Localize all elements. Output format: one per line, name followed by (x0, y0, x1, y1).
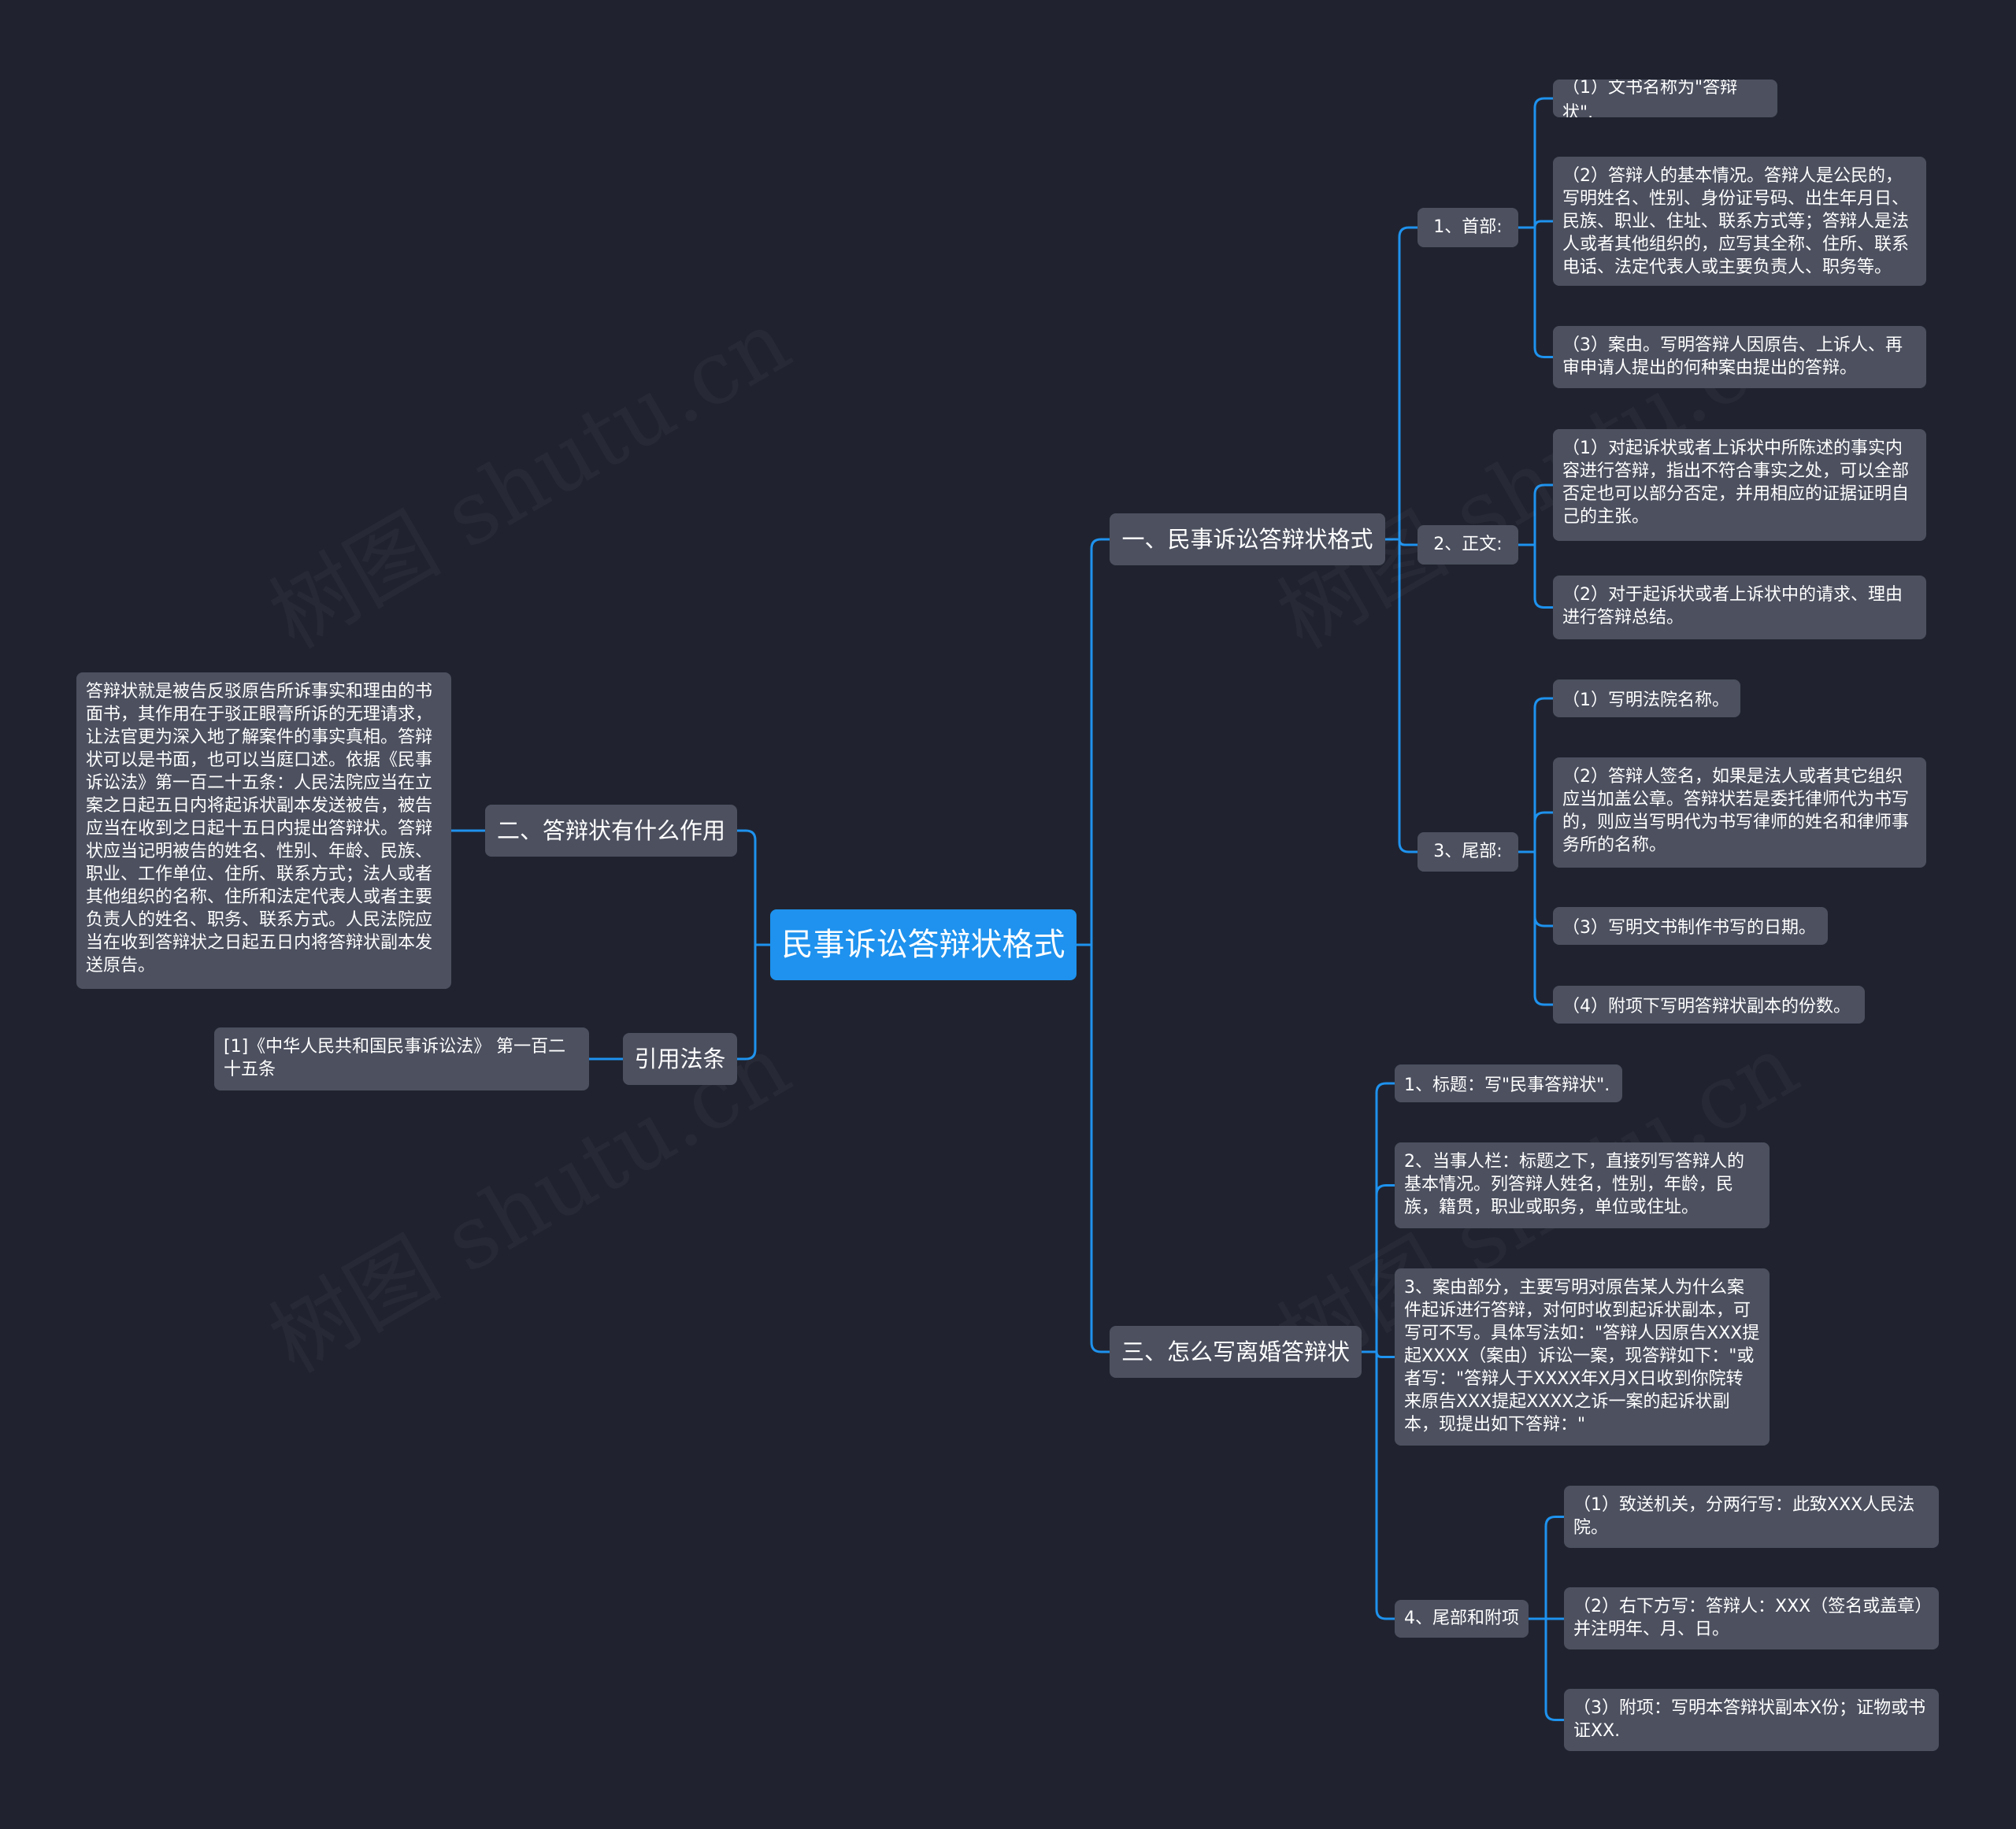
leaf-function-text[interactable]: 答辩状就是被告反驳原告所诉事实和理由的书面书，其作用在于驳正眼膏所诉的无理请求，… (76, 672, 451, 989)
connector-line (1398, 226, 1418, 539)
connector-line (1533, 483, 1553, 545)
connector-line (1544, 1516, 1564, 1619)
connector-line (737, 945, 757, 1061)
connector-line (1533, 97, 1553, 228)
leaf-head-1[interactable]: （1）文书名称为"答辩状". (1553, 80, 1777, 117)
connector-line (1375, 1082, 1395, 1352)
connector-line (1544, 1619, 1564, 1721)
connector-line (1533, 228, 1553, 358)
node-body[interactable]: 2、正文: (1418, 525, 1518, 565)
connector-line (1533, 852, 1553, 927)
leaf-body-2[interactable]: （2）对于起诉状或者上诉状中的请求、理由进行答辩总结。 (1553, 576, 1926, 639)
leaf-party[interactable]: 2、当事人栏：标题之下，直接列写答辩人的基本情况。列答辩人姓名，性别，年龄，民族… (1395, 1142, 1770, 1228)
leaf-head-3[interactable]: （3）案由。写明答辩人因原告、上诉人、再审申请人提出的何种案由提出的答辩。 (1553, 326, 1926, 388)
leaf-body-1[interactable]: （1）对起诉状或者上诉状中所陈述的事实内容进行答辩，指出不符合事实之处，可以全部… (1553, 429, 1926, 541)
connector-line (1090, 538, 1110, 945)
connector-line (1398, 539, 1418, 546)
branch-law[interactable]: 引用法条 (623, 1033, 737, 1085)
node-appendix[interactable]: 4、尾部和附项 (1395, 1600, 1529, 1638)
leaf-tail-3[interactable]: （3）写明文书制作书写的日期。 (1553, 907, 1828, 945)
branch-function[interactable]: 二、答辩状有什么作用 (485, 805, 737, 857)
leaf-tail-4[interactable]: （4）附项下写明答辩状副本的份数。 (1553, 986, 1865, 1024)
connector-line (1533, 220, 1553, 228)
leaf-appendix-2[interactable]: （2）右下方写：答辩人：XXX（签名或盖章）并注明年、月、日。 (1564, 1587, 1939, 1649)
leaf-head-2[interactable]: （2）答辩人的基本情况。答辩人是公民的，写明姓名、性别、身份证号码、出生年月日、… (1553, 157, 1926, 286)
connector-line (1375, 1351, 1395, 1358)
branch-divorce[interactable]: 三、怎么写离婚答辩状 (1110, 1326, 1362, 1378)
connector-line (1375, 1352, 1395, 1620)
node-tail[interactable]: 3、尾部: (1418, 832, 1518, 872)
leaf-appendix-1[interactable]: （1）致送机关，分两行写：此致XXX人民法院。 (1564, 1486, 1939, 1548)
leaf-cause[interactable]: 3、案由部分，主要写明对原告某人为什么案件起诉进行答辩，对何时收到起诉状副本，可… (1395, 1268, 1770, 1446)
leaf-tail-1[interactable]: （1）写明法院名称。 (1553, 679, 1740, 717)
root-node[interactable]: 民事诉讼答辩状格式 (770, 909, 1077, 980)
connector-line (1533, 545, 1553, 609)
connector-line (1533, 697, 1553, 852)
connector-line (1090, 945, 1110, 1353)
connector-line (1533, 811, 1553, 852)
connector-line (737, 829, 757, 945)
leaf-appendix-3[interactable]: （3）附项：写明本答辩状副本X份；证物或书证XX. (1564, 1689, 1939, 1751)
node-head[interactable]: 1、首部: (1418, 208, 1518, 247)
connector-line (1375, 1184, 1395, 1352)
leaf-title[interactable]: 1、标题：写"民事答辩状". (1395, 1064, 1622, 1102)
branch-format[interactable]: 一、民事诉讼答辩状格式 (1110, 513, 1385, 565)
connector-line (1533, 852, 1553, 1006)
leaf-tail-2[interactable]: （2）答辩人签名，如果是法人或者其它组织应当加盖公章。答辩状若是委托律师代为书写… (1553, 757, 1926, 868)
connector-line (1398, 539, 1418, 853)
leaf-law-text[interactable]: [1]《中华人民共和国民事诉讼法》 第一百二十五条 (214, 1027, 589, 1090)
